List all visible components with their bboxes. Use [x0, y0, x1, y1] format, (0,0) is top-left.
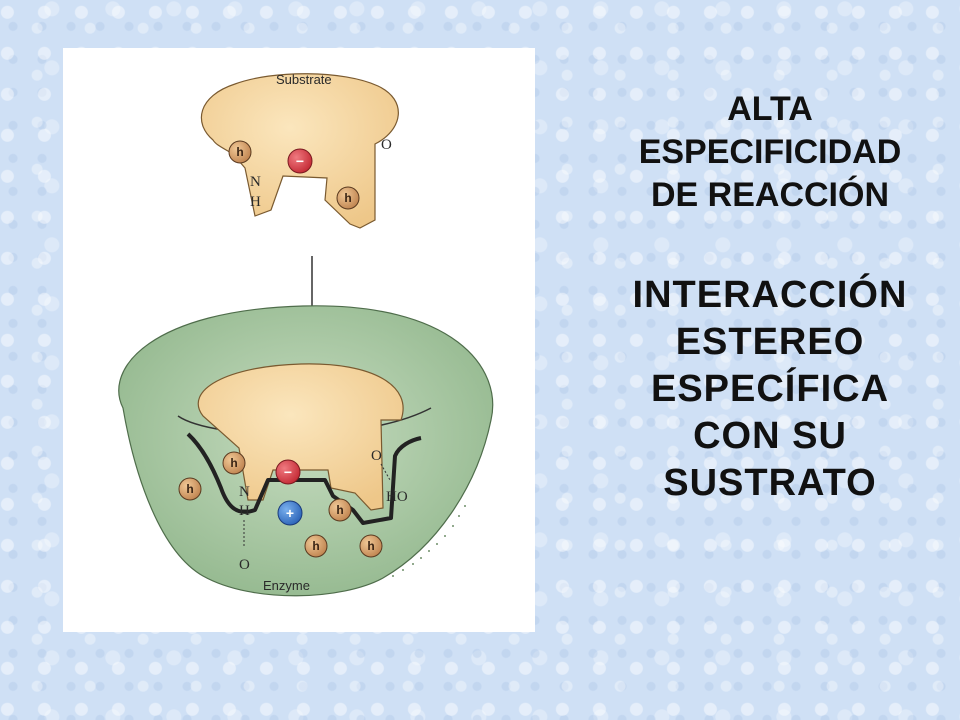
substrate-negative-charge: − — [287, 148, 313, 174]
enzyme-complex: h h − + h h h — [118, 305, 494, 597]
enzyme-hydrophobic-group-2: h — [178, 477, 202, 501]
hydrophobic-letter: h — [367, 539, 374, 553]
hydrophobic-letter: h — [186, 482, 193, 496]
hydrophobic-letter: h — [230, 456, 237, 470]
enzyme-positive-charge: + — [277, 500, 303, 526]
slide-subtitle: INTERACCIÓN ESTEREO ESPECÍFICA CON SU SU… — [590, 272, 950, 507]
substrate-oxygen: O — [381, 137, 392, 153]
subtitle-line-2: ESTEREO — [675, 321, 865, 363]
bound-hydrogen: H — [239, 503, 250, 519]
enzyme-hydrophobic-group-3: h — [304, 534, 328, 558]
enzyme-label: Enzyme — [263, 578, 310, 593]
negative-sign: − — [296, 153, 304, 169]
enzyme-hydrophobic-group-4: h — [359, 534, 383, 558]
subtitle-line-5: SUSTRATO — [663, 462, 877, 504]
substrate-enzyme-diagram: Substrate h − h O N H — [118, 72, 494, 597]
negative-sign: − — [284, 464, 292, 480]
figure-panel: Substrate h − h O N H — [63, 48, 535, 632]
bound-nitrogen: N — [239, 484, 250, 500]
title-line-1: ALTA — [727, 90, 813, 128]
subtitle-line-1: INTERACCIÓN — [632, 274, 908, 316]
active-site-pocket — [186, 432, 422, 525]
bound-negative-charge: − — [275, 459, 301, 485]
substrate-hydrogen: H — [250, 194, 261, 210]
substrate-label: Substrate — [276, 72, 332, 87]
slide-title: ALTA ESPECIFICIDAD DE REACCIÓN — [590, 88, 950, 217]
positive-sign: + — [286, 505, 294, 521]
substrate-hydrophobic-group-2: h — [336, 186, 360, 210]
hydrogen-bond — [380, 463, 391, 481]
hydrophobic-letter: h — [336, 503, 343, 517]
enzyme-surface-dots — [392, 505, 466, 577]
bound-hydrophobic-group: h — [328, 498, 352, 522]
free-substrate: Substrate h − h O N H — [200, 72, 399, 229]
enzyme-hydrophobic-group-1: h — [222, 451, 246, 475]
bound-oxygen: O — [371, 448, 382, 464]
enzyme-hydroxyl: HO — [386, 489, 408, 505]
substrate-nitrogen: N — [250, 174, 261, 190]
title-line-3: DE REACCIÓN — [650, 176, 890, 214]
bound-substrate — [197, 363, 404, 511]
subtitle-line-3: ESPECÍFICA — [650, 368, 890, 410]
hydrophobic-letter: h — [344, 191, 351, 205]
substrate-hydrophobic-group-1: h — [228, 140, 252, 164]
subtitle-line-4: CON SU — [693, 415, 847, 457]
enzyme-oxygen: O — [239, 557, 250, 573]
title-line-2: ESPECIFICIDAD — [638, 133, 902, 171]
hydrophobic-letter: h — [236, 145, 243, 159]
hydrophobic-letter: h — [312, 539, 319, 553]
